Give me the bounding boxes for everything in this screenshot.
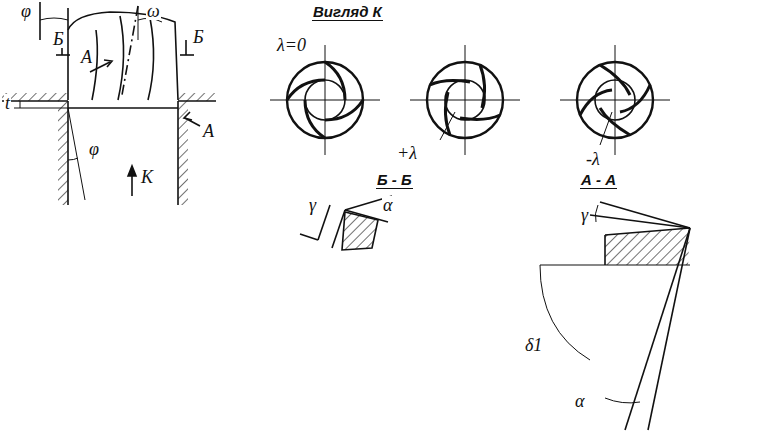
angle-label: λ=0: [276, 36, 307, 54]
angle-label: -λ: [585, 150, 601, 168]
angle-label: +λ: [396, 144, 418, 162]
angle-label: ω: [146, 2, 161, 20]
angle-label: α: [382, 196, 393, 214]
angle-label: φ: [88, 140, 100, 158]
section-mark: Б: [52, 30, 65, 48]
angle-label: γ: [580, 206, 589, 224]
section-title: Б - Б: [376, 172, 413, 189]
depth-label: t: [4, 94, 11, 112]
angle-label: φ: [20, 2, 32, 20]
angle-label: γ: [308, 196, 317, 214]
section-mark: Б: [192, 28, 205, 46]
angle-label: α: [574, 392, 585, 410]
view-title: Вигляд К: [312, 4, 383, 21]
section-mark: А: [202, 122, 215, 140]
angle-label: δ1: [524, 336, 543, 354]
section-mark: А: [80, 48, 93, 66]
view-mark: K: [140, 168, 154, 186]
section-title: А - А: [580, 172, 617, 189]
